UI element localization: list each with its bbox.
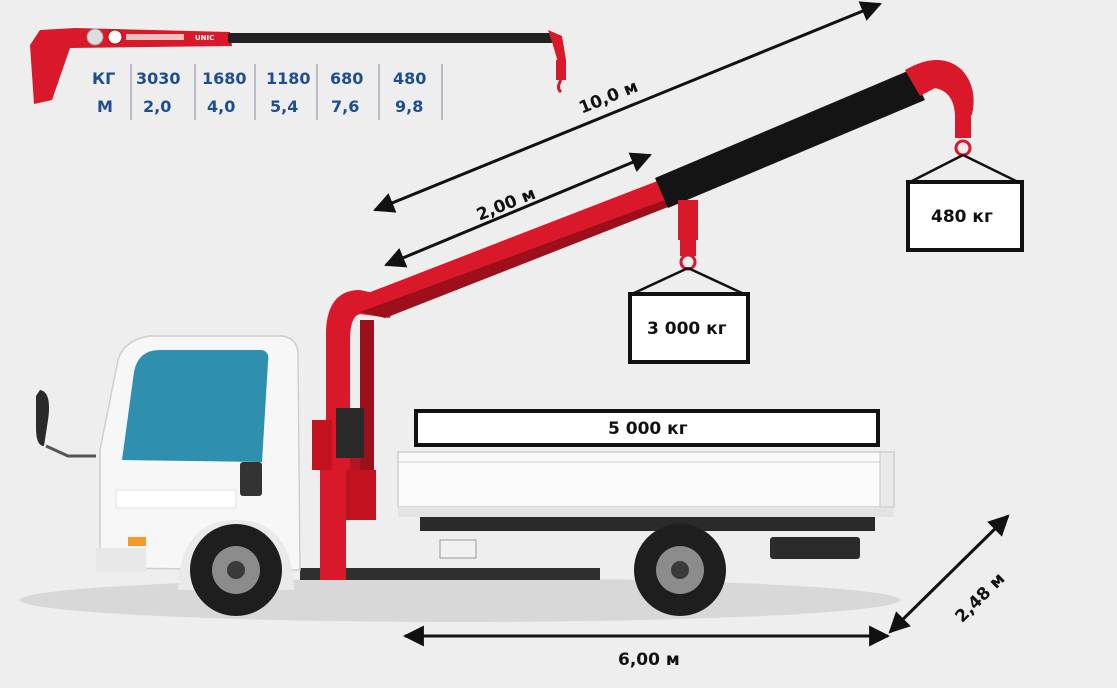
load-table: КГ М 3030 1680 1180 680 480 2,0 4,0 5,4 … [92,64,443,120]
boom-full-label: 10,0 м [576,77,641,119]
crane [312,60,974,580]
crane-thumbnail: UNIC [30,28,566,104]
boom-short-arrow [384,152,652,268]
load-tip: 480 кг [906,153,1024,252]
table-m-label: М [97,97,113,116]
front-wheel [178,520,294,616]
table-kg-2: 1680 [202,69,247,88]
body-load-label: 5 000 кг [608,419,688,439]
table-m-3: 5,4 [270,97,298,116]
table-kg-5: 480 [393,69,426,88]
windshield [122,350,269,462]
flatbed [300,451,895,580]
ground-shadow [20,578,900,622]
load-mid: 3 000 кг [628,266,750,364]
tip-load-label: 480 кг [931,207,993,227]
truck-width-arrow [888,514,1010,634]
mid-load-label: 3 000 кг [647,319,727,339]
table-kg-1: 3030 [136,69,181,88]
boom-short-label: 2,00 м [474,184,539,226]
table-m-5: 9,8 [395,97,423,116]
truck-width-label: 2,48 м [952,569,1010,627]
table-m-1: 2,0 [143,97,171,116]
truck-cab [36,335,301,572]
table-m-2: 4,0 [207,97,235,116]
table-m-4: 7,6 [331,97,359,116]
load-body: 5 000 кг [414,409,880,447]
rear-wheel [634,524,726,616]
crane-badge: UNIC [195,34,214,42]
table-kg-4: 680 [330,69,363,88]
truck-length-label: 6,00 м [618,650,680,670]
table-kg-label: КГ [92,69,115,88]
table-kg-3: 1180 [266,69,311,88]
